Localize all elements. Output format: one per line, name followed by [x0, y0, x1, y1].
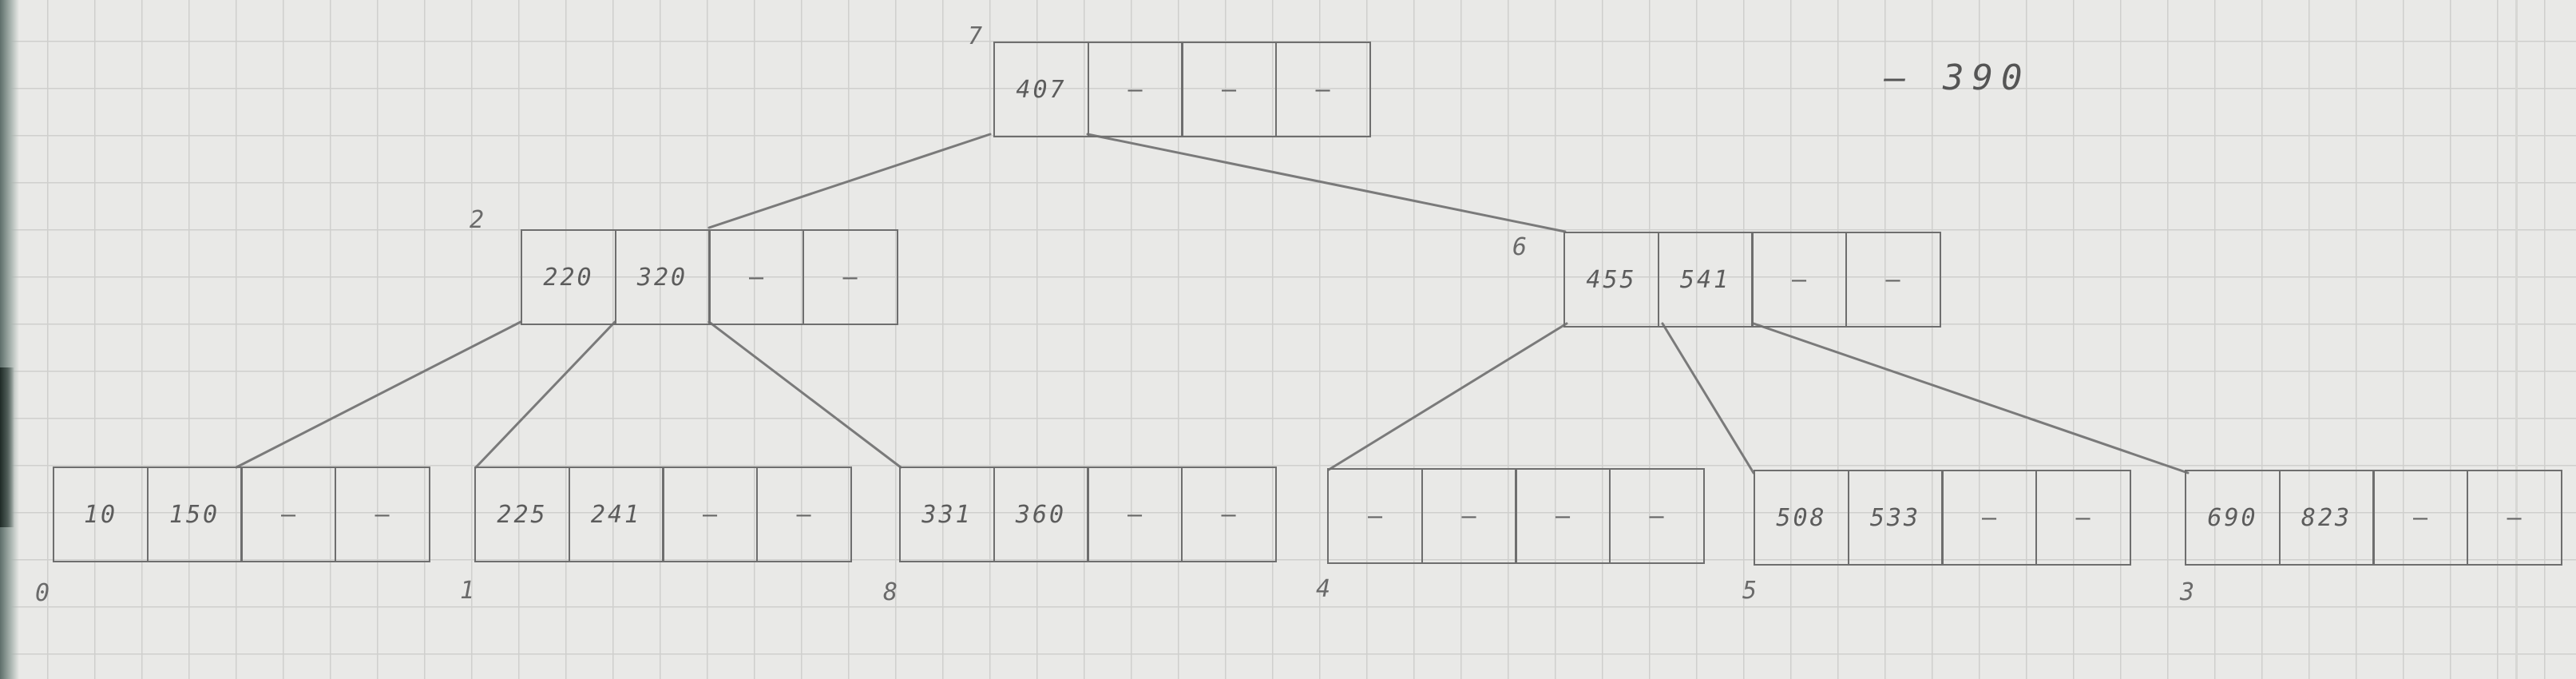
key-cell: – [708, 229, 804, 325]
key-cell: – [802, 229, 898, 325]
key-cell: – [1845, 232, 1941, 328]
key-cell: 150 [146, 467, 243, 562]
edge-n2-leaf1 [474, 320, 616, 469]
node-label: 2 [470, 206, 485, 234]
key-cell: – [1751, 232, 1847, 328]
node-n2: 220 320 – – [521, 229, 898, 325]
key-cell: – [2466, 470, 2562, 566]
key-cell: – [240, 467, 336, 562]
node-leaf5: 508 533 – – [1754, 470, 2131, 566]
key-cell: 508 [1754, 470, 1849, 566]
key-cell: 360 [993, 467, 1089, 562]
node-label: 1 [460, 577, 475, 605]
key-cell: 241 [568, 467, 664, 562]
key-cell: 690 [2185, 470, 2281, 566]
key-cell: – [1941, 470, 2037, 566]
key-cell: – [1274, 42, 1371, 137]
node-label: 0 [35, 579, 50, 607]
key-cell: – [1087, 467, 1183, 562]
edge-n2-leaf8 [707, 320, 902, 469]
key-cell: 320 [614, 229, 711, 325]
key-cell: 225 [474, 467, 570, 562]
edge-n6-leaf4 [1327, 322, 1568, 471]
node-label: 7 [968, 22, 983, 50]
node-label: 5 [1742, 577, 1758, 605]
key-cell: – [1421, 468, 1517, 564]
key-cell: 541 [1657, 232, 1754, 328]
key-cell: 455 [1563, 232, 1659, 328]
edge-n6-leaf5 [1661, 322, 1755, 475]
key-cell: 10 [53, 467, 149, 562]
key-cell: – [662, 467, 758, 562]
key-cell: 220 [521, 229, 616, 325]
key-cell: – [1515, 468, 1611, 564]
key-cell: – [1181, 42, 1277, 137]
key-cell: – [1327, 468, 1423, 564]
edge-root-n2 [707, 133, 992, 229]
node-n6: 455 541 – – [1563, 232, 1941, 328]
key-cell: 331 [899, 467, 995, 562]
key-cell: – [334, 467, 430, 562]
node-leaf8: 331 360 – – [899, 467, 1277, 562]
node-label: 3 [2180, 578, 2195, 606]
node-label: 8 [883, 578, 898, 606]
paper-edge-shadow [0, 0, 19, 679]
paper-edge-dark [0, 367, 14, 527]
node-leaf3: 690 823 – – [2185, 470, 2562, 566]
edge-n6-leaf3 [1752, 322, 2190, 475]
node-label: 6 [1512, 233, 1528, 261]
node-label: 4 [1316, 575, 1331, 603]
edge-n2-leaf0 [235, 320, 522, 469]
key-cell: 407 [993, 42, 1089, 137]
key-cell: – [1608, 468, 1705, 564]
margin-note: – 390 [1884, 58, 2031, 98]
node-leaf4: – – – – [1327, 468, 1705, 564]
node-leaf1: 225 241 – – [474, 467, 852, 562]
key-cell: – [1087, 42, 1183, 137]
key-cell: – [1180, 467, 1277, 562]
key-cell: 823 [2278, 470, 2375, 566]
key-cell: – [755, 467, 852, 562]
key-cell: – [2372, 470, 2468, 566]
key-cell: – [2035, 470, 2131, 566]
key-cell: 533 [1847, 470, 1944, 566]
paper-fold-line [2515, 0, 2518, 679]
node-leaf0: 10 150 – – [53, 467, 430, 562]
edge-root-n6 [1086, 133, 1567, 233]
node-root: 407 – – – [993, 42, 1371, 137]
